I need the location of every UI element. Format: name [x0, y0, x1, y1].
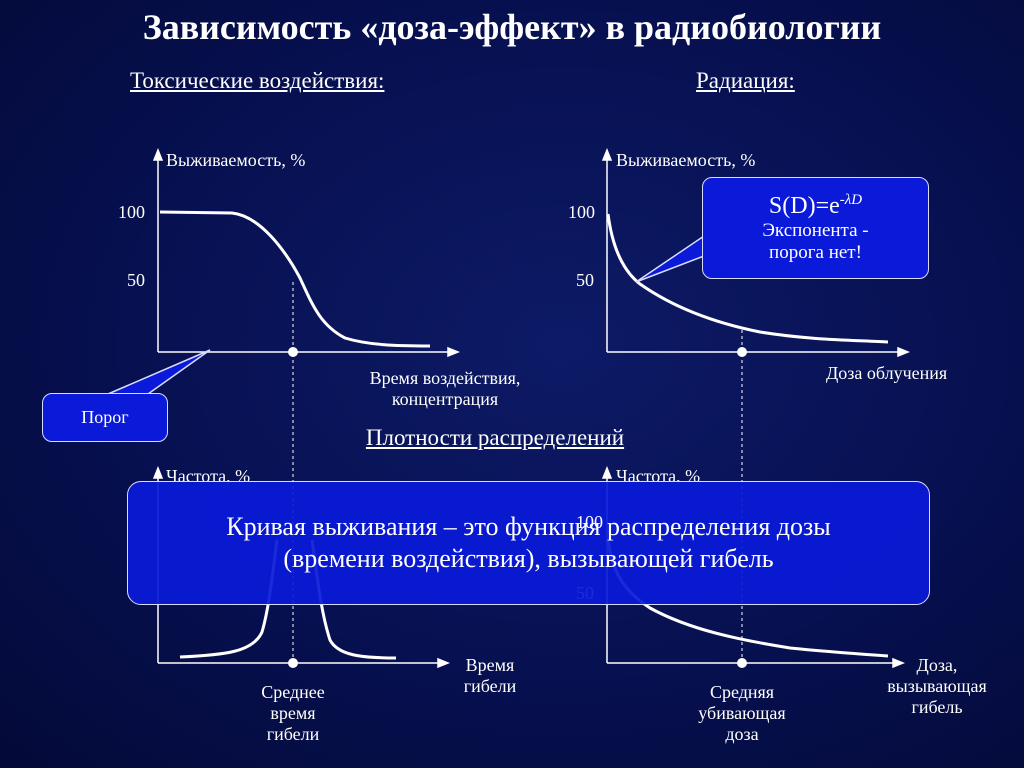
tl-y-label: Выживаемость, % [166, 150, 306, 170]
br-x-label-line2: вызывающая [887, 676, 987, 696]
tl-survival-curve [159, 210, 431, 348]
formula-exponent: -λD [839, 192, 863, 208]
tr-exponential-curve [606, 213, 889, 344]
bl-marker-line2: время [270, 703, 316, 723]
br-x-label: Доза, вызывающая гибель [862, 655, 1012, 718]
formula-line3: порога нет! [769, 242, 862, 263]
bl-marker-line3: гибели [266, 724, 320, 744]
overlay-callout: Кривая выживания – это функция распредел… [127, 481, 930, 605]
tl-x-label: Время воздействия, концентрация [330, 368, 560, 410]
bl-x-label-line1: Время [465, 655, 515, 675]
threshold-callout: Порог [42, 393, 168, 442]
tr-y-arrow [601, 147, 613, 161]
bl-marker-dot [288, 658, 298, 668]
overlay-line1: Кривая выживания – это функция распредел… [226, 512, 831, 541]
tr-y-tick-100: 100 [568, 202, 595, 222]
br-marker-label: Средняя убивающая доза [672, 682, 812, 745]
tr-y-label: Выживаемость, % [616, 150, 756, 170]
br-y-tick-100: 100 [576, 512, 603, 532]
overlay-line2: (времени воздействия), вызывающей гибель [283, 544, 774, 573]
formula-line2: Экспонента - [762, 220, 869, 241]
tr-x-label: Доза облучения [826, 363, 948, 383]
br-y-arrow [601, 465, 613, 479]
subtitle-densities: Плотности распределений [365, 425, 625, 450]
tl-y-tick-50: 50 [127, 270, 145, 290]
subtitle-toxic: Токсические воздействия: [130, 68, 385, 93]
br-x-label-line3: гибель [911, 697, 963, 717]
tr-y-tick-50: 50 [576, 270, 594, 290]
bl-y-arrow [152, 465, 164, 479]
tl-y-tick-100: 100 [118, 202, 145, 222]
bl-x-label-line2: гибели [463, 676, 517, 696]
subtitle-radiation: Радиация: [696, 68, 795, 93]
bl-x-label: Время гибели [440, 655, 540, 697]
bl-x-arrow [437, 657, 451, 669]
tl-x-label-line2: концентрация [391, 389, 499, 409]
formula-base: S(D)=e [768, 193, 840, 219]
formula-text: S(D)=e-λD [703, 186, 928, 220]
bl-marker-line1: Среднее [261, 682, 325, 702]
br-marker-line3: доза [725, 724, 759, 744]
tl-x-arrow [447, 346, 461, 358]
slide-title: Зависимость «доза-эффект» в радиобиологи… [142, 7, 882, 47]
br-x-arrow [892, 657, 906, 669]
br-marker-line1: Средняя [709, 682, 775, 702]
tl-x-label-line1: Время воздействия, [369, 368, 521, 388]
tr-x-arrow [897, 346, 911, 358]
tr-marker-dot [737, 347, 747, 357]
bl-marker-label: Среднее время гибели [233, 682, 353, 745]
formula-callout: S(D)=e-λD Экспонента - порога нет! [702, 177, 929, 279]
formula-pointer [635, 234, 705, 283]
br-marker-dot [737, 658, 747, 668]
threshold-pointer [107, 349, 211, 395]
tl-y-arrow [152, 147, 164, 161]
br-x-label-line1: Доза, [916, 655, 958, 675]
br-marker-line2: убивающая [698, 703, 786, 723]
tl-marker-dot [288, 347, 298, 357]
